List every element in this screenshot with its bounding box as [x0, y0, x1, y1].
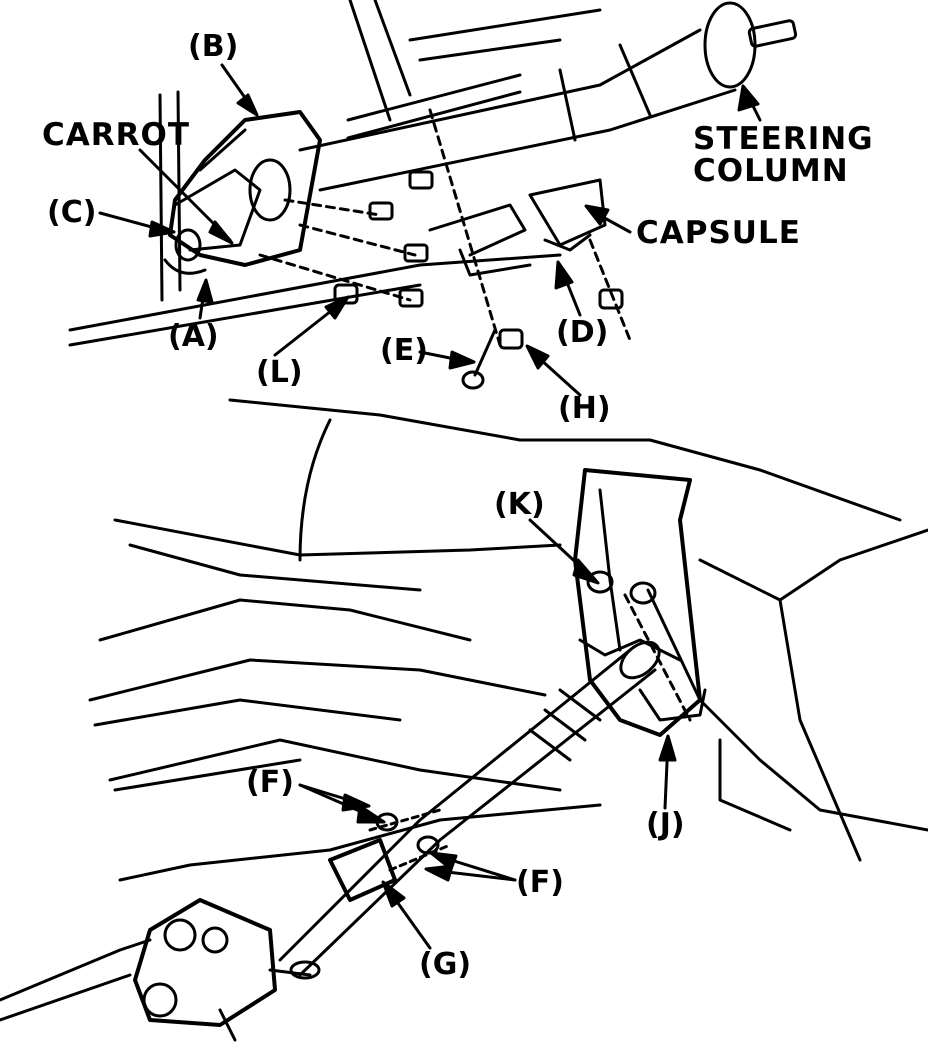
label-j: (J) [646, 807, 685, 842]
label-h: (H) [558, 391, 611, 426]
label-f-right: (F) [516, 865, 564, 900]
dash-panel-lines [68, 0, 562, 347]
lower-shaft-assembly [278, 570, 707, 977]
label-f-top: (F) [246, 765, 294, 800]
bolts-upper [258, 108, 632, 390]
bracket-and-capsule [428, 178, 607, 277]
label-l: (L) [256, 355, 303, 390]
label-steering: STEERING [693, 121, 874, 157]
steering-gear-box [0, 803, 602, 1042]
floor-pan-outline [88, 398, 902, 792]
label-carrot: CARROT [42, 117, 190, 153]
label-k: (K) [494, 487, 545, 522]
label-c: (C) [47, 195, 97, 230]
label-capsule: CAPSULE [636, 215, 801, 251]
label-b: (B) [188, 29, 239, 64]
leader-arrows-lower [298, 518, 677, 950]
toe-plate-panel [573, 468, 928, 862]
label-e: (E) [380, 333, 428, 368]
steering-column-body [298, 1, 798, 192]
label-g: (G) [419, 947, 472, 982]
leader-arrows-upper [98, 63, 762, 397]
mounting-bracket [163, 110, 322, 275]
label-column: COLUMN [693, 153, 849, 189]
label-d: (D) [556, 315, 609, 350]
label-a: (A) [168, 319, 219, 354]
